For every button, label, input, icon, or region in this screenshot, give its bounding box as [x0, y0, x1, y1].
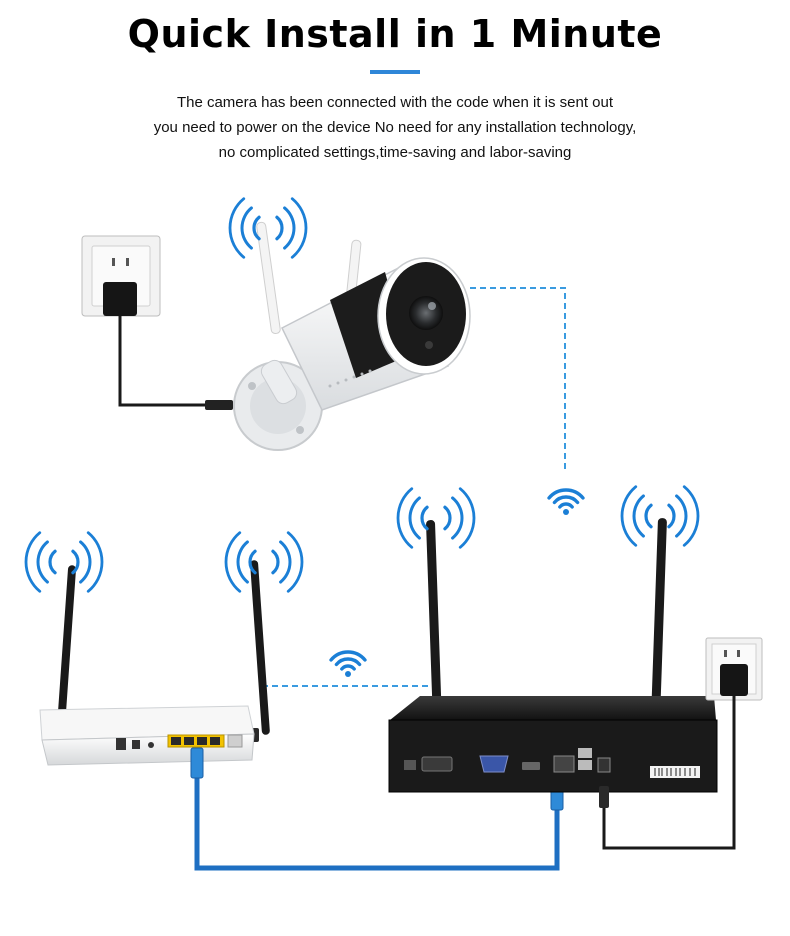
wifi-signal-icon [224, 531, 304, 593]
wifi-signal-icon [228, 197, 308, 259]
wifi-router [39, 560, 270, 766]
subtitle-line-2: you need to power on the device No need … [153, 119, 637, 136]
wifi-signal-icon [24, 531, 104, 593]
subtitle-line-3: no complicated settings,time-saving and … [218, 144, 572, 161]
subtitle-line-1: The camera has been connected with the c… [176, 94, 614, 111]
power-plug [599, 786, 609, 808]
title-underline [370, 70, 420, 74]
power-outlet-icon [705, 637, 763, 701]
wifi-signal-icon [547, 488, 585, 515]
power-plug [205, 400, 233, 410]
wifi-nvr [388, 518, 718, 793]
dashed-link-camera-nvr [470, 287, 566, 470]
wifi-signal-icon [396, 487, 476, 549]
page-title: Quick Install in 1 Minute [127, 12, 663, 56]
power-outlet-icon [81, 235, 161, 317]
wifi-camera [233, 221, 471, 451]
wifi-signal-icon [329, 650, 367, 677]
nvr-power-cable [602, 696, 736, 850]
wifi-signal-icon [620, 485, 700, 547]
camera-power-cable [118, 316, 205, 407]
